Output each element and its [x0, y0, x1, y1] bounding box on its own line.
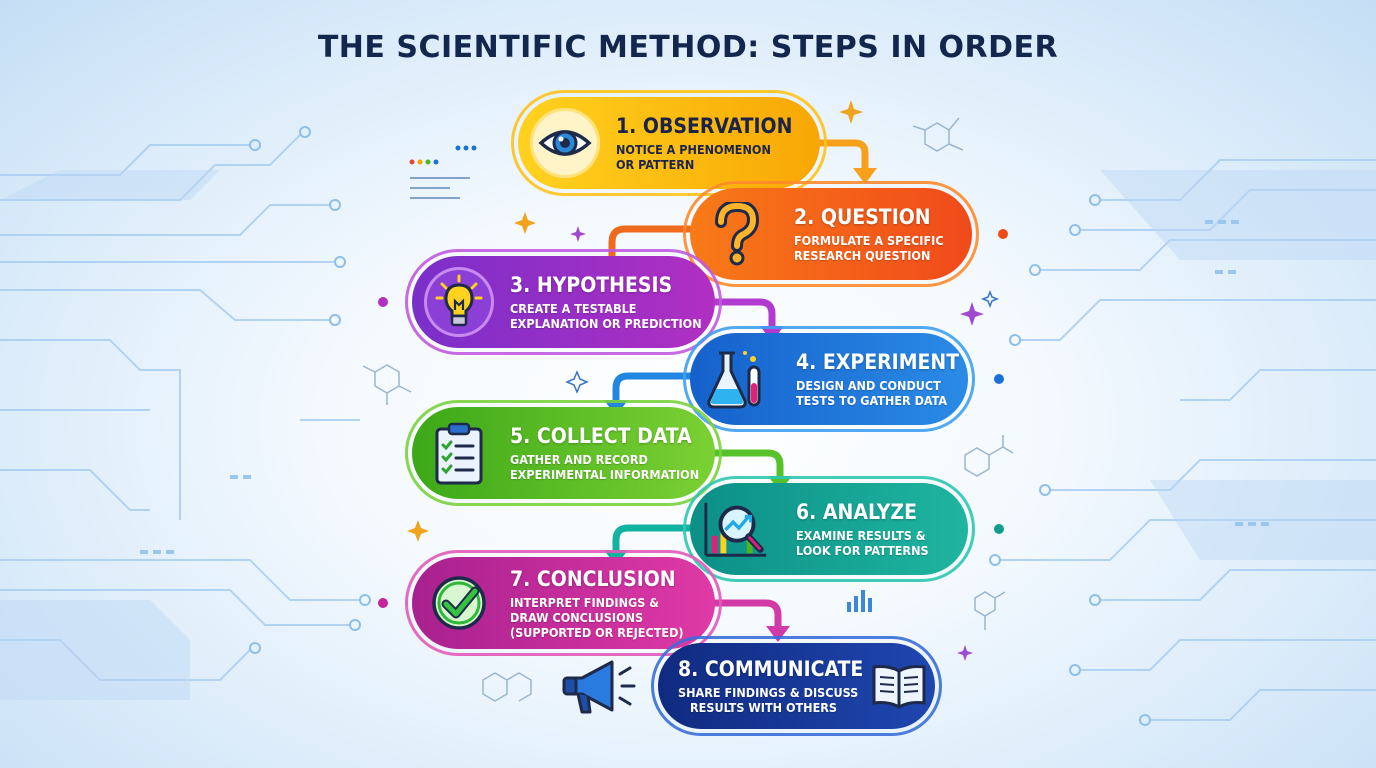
- step-heading: 1. OBSERVATION: [616, 114, 793, 138]
- step-heading: 2. QUESTION: [794, 205, 931, 229]
- step-description-line: INTERPRET FINDINGS &: [510, 594, 660, 610]
- step-conclusion: 7. CONCLUSION INTERPRET FINDINGS & DRAW …: [378, 550, 722, 656]
- step-description-line: LOOK FOR PATTERNS: [796, 543, 929, 558]
- step-heading: 5. COLLECT DATA: [510, 424, 692, 448]
- step-heading: 4. EXPERIMENT: [796, 350, 960, 374]
- magnifier-chart-icon: [704, 502, 767, 557]
- step-description-line: FORMULATE A SPECIFIC: [794, 233, 944, 248]
- step-communicate: 8. COMMUNICATE SHARE FINDINGS & DISCUSS …: [651, 636, 942, 736]
- step-description-line: NOTICE A PHENOMENON: [616, 142, 771, 157]
- step-description-line: GATHER AND RECORD: [510, 452, 648, 467]
- step-description-line: DESIGN AND CONDUCT: [796, 378, 941, 393]
- step-heading: 8. COMMUNICATE: [678, 657, 864, 681]
- step-description-line: EXPLANATION OR PREDICTION: [510, 316, 702, 331]
- step-description-line: RESULTS WITH OTHERS: [690, 700, 838, 715]
- step-heading: 3. HYPOTHESIS: [510, 273, 673, 297]
- step-description-line: SHARE FINDINGS & DISCUSS: [678, 685, 859, 700]
- step-description-line: (SUPPORTED OR REJECTED): [510, 624, 684, 640]
- megaphone-icon: [562, 660, 636, 714]
- step-description-line: OR PATTERN: [616, 157, 695, 172]
- checkmark-icon: [432, 576, 486, 630]
- step-description-line: TESTS TO GATHER DATA: [796, 393, 948, 408]
- page-title: THE SCIENTIFIC METHOD: STEPS IN ORDER: [317, 30, 1059, 65]
- step-hypothesis: 3. HYPOTHESIS CREATE A TESTABLE EXPLANAT…: [378, 249, 722, 355]
- step-heading: 6. ANALYZE: [796, 500, 918, 524]
- question-mark-icon: [715, 202, 760, 266]
- step-heading: 7. CONCLUSION: [510, 566, 676, 591]
- step-collect-data: 5. COLLECT DATA GATHER AND RECORD EXPERI…: [405, 400, 722, 506]
- step-description-line: DRAW CONCLUSIONS: [510, 609, 644, 625]
- step-description-line: EXAMINE RESULTS &: [796, 528, 926, 543]
- step-question: 2. QUESTION FORMULATE A SPECIFIC RESEARC…: [683, 181, 1008, 287]
- step-observation: 1. OBSERVATION NOTICE A PHENOMENON OR PA…: [511, 90, 827, 196]
- clipboard-checklist-icon: [435, 422, 483, 485]
- open-book-icon: [872, 665, 926, 709]
- step-experiment: 4. EXPERIMENT DESIGN AND CONDUCT TESTS T…: [683, 326, 1004, 432]
- eye-icon: [538, 130, 592, 156]
- lightbulb-icon: [435, 274, 483, 327]
- step-description-line: EXPERIMENTAL INFORMATION: [510, 467, 700, 482]
- step-description-line: RESEARCH QUESTION: [794, 248, 931, 263]
- step-analyze: 6. ANALYZE EXAMINE RESULTS & LOOK FOR PA…: [683, 476, 1004, 582]
- flask-icon: [707, 351, 761, 409]
- step-description-line: CREATE A TESTABLE: [510, 301, 637, 316]
